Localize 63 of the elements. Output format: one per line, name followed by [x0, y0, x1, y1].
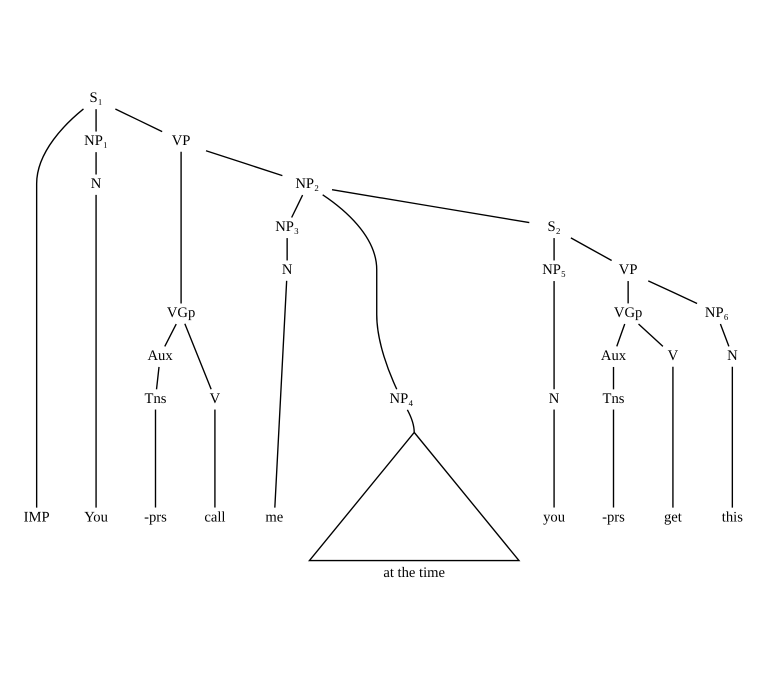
connector [286, 238, 288, 260]
connector [206, 150, 283, 176]
node-text: VP [172, 133, 190, 150]
node-text: NP₂ [295, 176, 320, 192]
node-text: V [210, 390, 220, 407]
connector [553, 281, 555, 390]
connector [274, 280, 288, 508]
connector [95, 109, 97, 132]
node-text: S₁ [89, 90, 103, 106]
connector [154, 410, 156, 508]
node-text: NP₆ [704, 305, 729, 322]
node-text: me [265, 509, 284, 526]
node-text: Aux [147, 348, 173, 364]
connector [322, 194, 398, 390]
connector [720, 324, 730, 347]
connector [638, 324, 664, 347]
connector [180, 152, 182, 304]
node-text: N [282, 262, 292, 278]
connector [164, 324, 177, 347]
connector [627, 281, 629, 304]
node-text: NP₁ [84, 133, 108, 150]
connector [95, 152, 97, 175]
node-text: N [548, 390, 560, 407]
connector [332, 189, 530, 224]
node-text: this [722, 509, 743, 526]
connector [553, 238, 555, 260]
node-text: N [727, 348, 738, 364]
node-text: You [84, 509, 108, 526]
connector [612, 366, 614, 390]
connector [732, 366, 734, 508]
node-text: NP₃ [275, 219, 300, 236]
node-text: -prs [144, 509, 167, 526]
node-text: call [204, 509, 226, 526]
connector [115, 108, 162, 132]
connector [553, 410, 555, 508]
node-text: you [543, 509, 566, 526]
node-text: N [90, 176, 102, 192]
node-text: -prs [602, 509, 625, 526]
node-text: Tns [602, 390, 624, 407]
connector [612, 410, 614, 508]
connector [672, 366, 674, 508]
connector [214, 410, 216, 508]
node-text: NP₄ [390, 390, 414, 407]
node-text: Aux [600, 348, 626, 364]
node-text: VP [618, 262, 638, 278]
node-text: V [668, 348, 678, 364]
connector [570, 237, 612, 262]
connector [156, 366, 160, 390]
connector [184, 324, 212, 390]
node-text: get [664, 509, 682, 526]
node-text: VGp [166, 305, 196, 322]
connector [36, 108, 84, 508]
connector [406, 410, 415, 432]
node-label: at the time [383, 564, 446, 581]
connector [648, 280, 698, 304]
connector [616, 324, 626, 347]
node-text: VGp [614, 305, 642, 322]
node-text: IMP [24, 509, 50, 526]
node-text: Tns [144, 390, 166, 407]
connector [291, 194, 304, 218]
node-text: NP₅ [542, 262, 566, 278]
connector [95, 194, 97, 508]
node-text: S₂ [547, 219, 561, 236]
